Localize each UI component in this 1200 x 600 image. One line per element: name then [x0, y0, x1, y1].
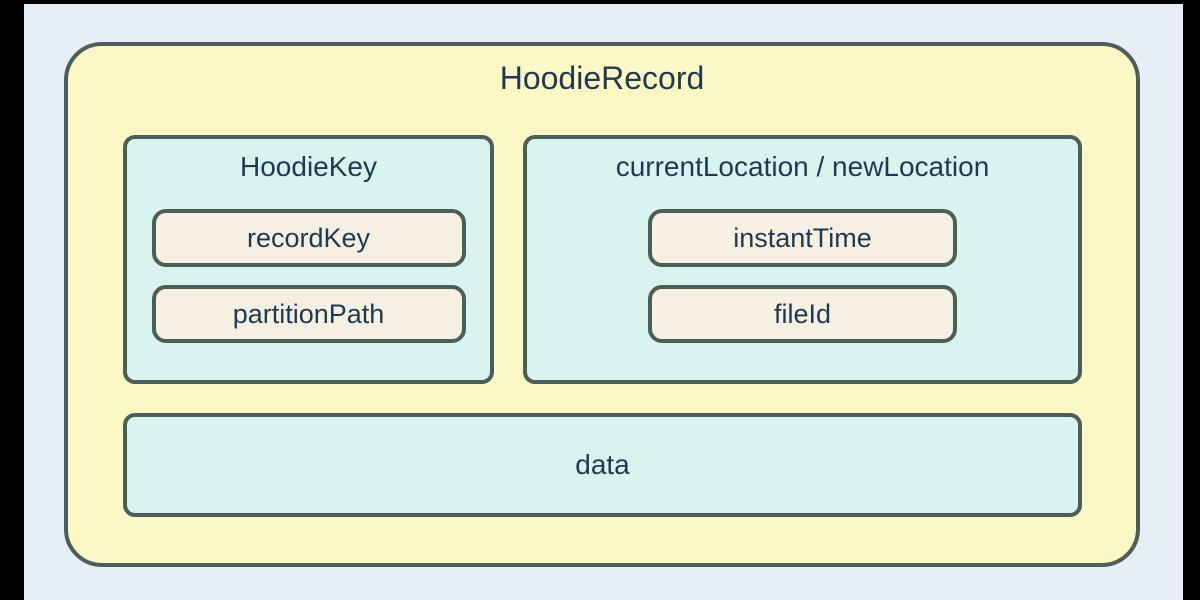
group-hoodiekey: HoodieKey recordKey partitionPath	[123, 135, 494, 384]
field-data: data	[123, 413, 1082, 517]
group-location-title: currentLocation / newLocation	[615, 151, 990, 182]
group-hoodiekey-fields: recordKey partitionPath	[151, 209, 466, 343]
hoodie-record-container: HoodieRecord HoodieKey recordKey partiti…	[64, 42, 1140, 567]
letterbox-bar-left	[0, 0, 24, 600]
field-instanttime: instantTime	[648, 209, 957, 267]
field-fileid: fileId	[648, 285, 957, 343]
letterbox-bar-right	[1183, 0, 1200, 600]
letterbox-bar-top	[0, 0, 1200, 4]
field-partitionpath: partitionPath	[151, 285, 466, 343]
group-location-fields: instantTime fileId	[648, 209, 957, 343]
group-location: currentLocation / newLocation instantTim…	[523, 135, 1082, 384]
hoodie-record-title: HoodieRecord	[499, 60, 705, 96]
group-hoodiekey-title: HoodieKey	[240, 151, 377, 182]
field-recordkey: recordKey	[151, 209, 466, 267]
